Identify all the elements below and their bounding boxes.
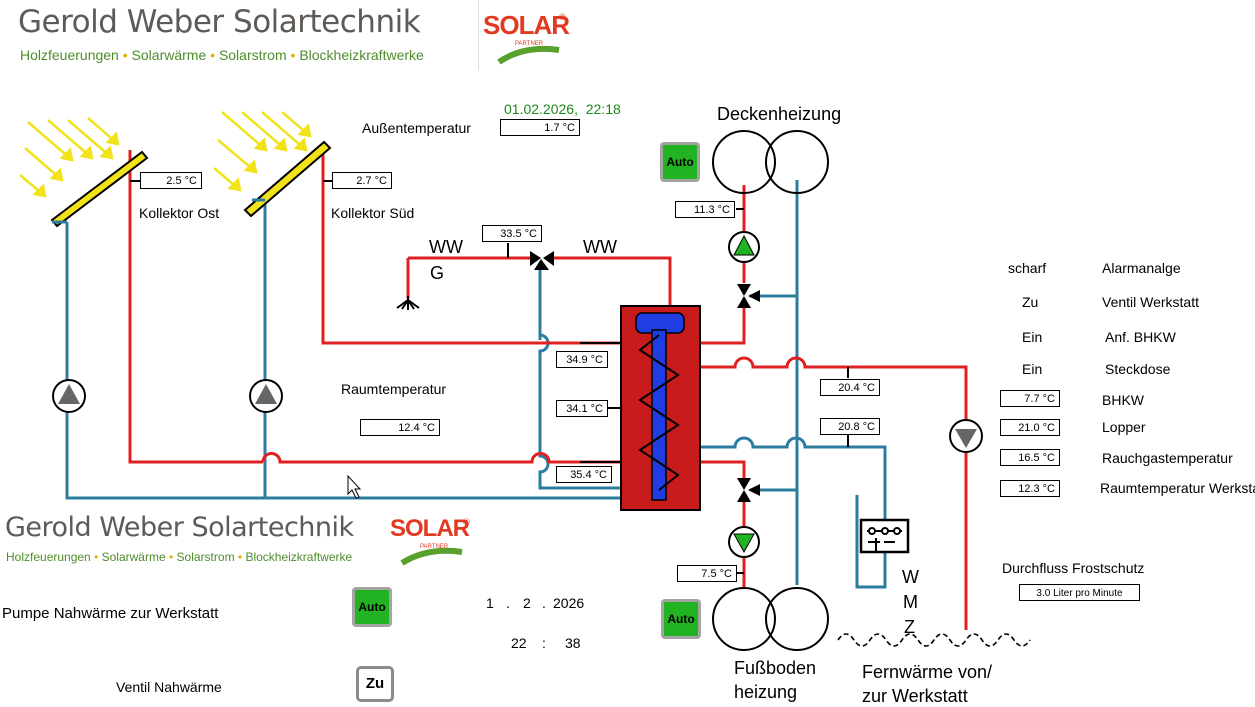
workshop-room-temp-label: Raumtemperatur Werkstatt [1100, 480, 1255, 496]
district-label-1: Fernwärme von/ [862, 662, 993, 682]
company-name-top: Gerold Weber Solartechnik [18, 4, 421, 40]
socket-label: Steckdose [1105, 361, 1171, 377]
room-temp-label: Raumtemperatur [341, 381, 447, 397]
shower-icon [396, 296, 420, 310]
district-flow-value: 20.8 °C [820, 418, 880, 435]
pump-east-icon [52, 379, 86, 413]
chp-temp-label: BHKW [1102, 392, 1144, 408]
collector-south-icon [243, 140, 332, 218]
floor-heat-exchanger-icon [712, 587, 829, 651]
outdoor-temp-label: Außentemperatur [362, 120, 471, 136]
storage-tank-icon [620, 305, 701, 511]
local-heat-valve-button[interactable]: Zu [356, 666, 394, 702]
company-tagline-bottom: Holzfeuerungen • Solarwärme • Solarstrom… [6, 550, 353, 564]
hot-water-mixer-value: 33.5 °C [482, 225, 542, 242]
frost-flow-label: Durchfluss Frostschutz [1002, 560, 1145, 576]
collector-east-icon [50, 150, 149, 228]
local-heat-valve-label: Ventil Nahwärme [116, 679, 222, 695]
frost-flow-value: 3.0 Liter pro Minute [1019, 584, 1140, 601]
ww-right-label: WW [583, 237, 617, 257]
district-label-2: zur Werkstatt [862, 686, 968, 706]
collector-south-label: Kollektor Süd [331, 205, 415, 221]
chp-request-state: Ein [1022, 329, 1043, 345]
timestamp: 01.02.2026, 22:18 [504, 101, 621, 117]
ceiling-heating-label: Deckenheizung [717, 104, 842, 124]
ww-left-label: WW [429, 237, 463, 257]
outdoor-temp-value: 1.7 °C [500, 119, 580, 136]
hot-pipes [128, 150, 968, 630]
floor-heating-label-2: heizung [734, 682, 798, 702]
lopper-temp-value: 21.0 °C [1000, 419, 1060, 436]
meter-letter-m: M [903, 592, 918, 612]
flue-gas-temp-label: Rauchgastemperatur [1102, 450, 1233, 466]
ceiling-temp-value: 11.3 °C [675, 201, 735, 218]
socket-state: Ein [1022, 361, 1043, 377]
time-sep: : [542, 635, 546, 651]
storage-top-value: 34.9 °C [556, 351, 608, 368]
storage-mid-value: 34.1 °C [556, 400, 608, 417]
floor-temp-value: 7.5 °C [677, 565, 737, 582]
ceiling-auto-button[interactable]: Auto [660, 142, 700, 182]
lopper-temp-label: Lopper [1102, 419, 1146, 435]
solar-partner-logo-top: SOLAR ® PARTNER [478, 0, 571, 70]
date-sep-1: . [506, 595, 510, 611]
flue-gas-temp-value: 16.5 °C [1000, 449, 1060, 466]
date-month: 2 [523, 595, 531, 611]
date-year: 2026 [553, 595, 585, 611]
collector-east-label: Kollektor Ost [139, 205, 220, 221]
room-temp-value: 12.4 °C [360, 419, 440, 436]
time-hour: 22 [511, 635, 527, 651]
workshop-pump-label: Pumpe Nahwärme zur Werkstatt [2, 605, 219, 622]
meter-letter-w: W [902, 567, 919, 587]
floor-valve-icon [737, 478, 760, 502]
date-sep-2: . [542, 595, 546, 611]
floor-heating-label-1: Fußboden [734, 658, 817, 678]
ceiling-heat-exchanger-icon [712, 130, 829, 194]
storage-bottom-value: 35.4 °C [556, 466, 612, 483]
collector-south-value: 2.7 °C [332, 172, 392, 189]
district-return-value: 20.4 °C [820, 379, 880, 396]
alarm-label: Alarmanalge [1102, 260, 1181, 276]
valve-workshop-label: Ventil Werkstatt [1102, 294, 1200, 310]
valve-workshop-state: Zu [1022, 294, 1039, 310]
district-pump-icon [949, 419, 983, 453]
ground-line [837, 633, 1031, 647]
date-day: 1 [486, 595, 494, 611]
ceiling-pump-icon [728, 231, 760, 263]
pump-south-icon [249, 379, 283, 413]
collector-east-value: 2.5 °C [140, 172, 202, 189]
solar-partner-logo-bottom: SOLAR ® PARTNER [388, 505, 470, 570]
time-minute: 38 [565, 635, 581, 651]
workshop-pump-auto-button[interactable]: Auto [352, 587, 392, 627]
company-name-bottom: Gerold Weber Solartechnik [5, 512, 354, 543]
chp-temp-value: 7.7 °C [1000, 390, 1060, 407]
floor-pump-icon [728, 526, 760, 558]
heat-meter-icon [859, 518, 910, 554]
floor-auto-button[interactable]: Auto [661, 599, 701, 639]
chp-request-label: Anf. BHKW [1105, 329, 1176, 345]
alarm-state: scharf [1008, 260, 1047, 276]
mouse-cursor-icon [347, 474, 362, 499]
workshop-room-temp-value: 12.3 °C [1000, 480, 1060, 497]
mixing-valve-icon [530, 251, 554, 270]
sun-rays-icon [19, 111, 312, 198]
company-tagline-top: Holzfeuerungen • Solarwärme • Solarstrom… [20, 47, 424, 63]
ww-left-sub-label: G [430, 263, 445, 283]
ceiling-valve-icon [737, 284, 760, 308]
meter-letter-z: Z [904, 617, 915, 637]
